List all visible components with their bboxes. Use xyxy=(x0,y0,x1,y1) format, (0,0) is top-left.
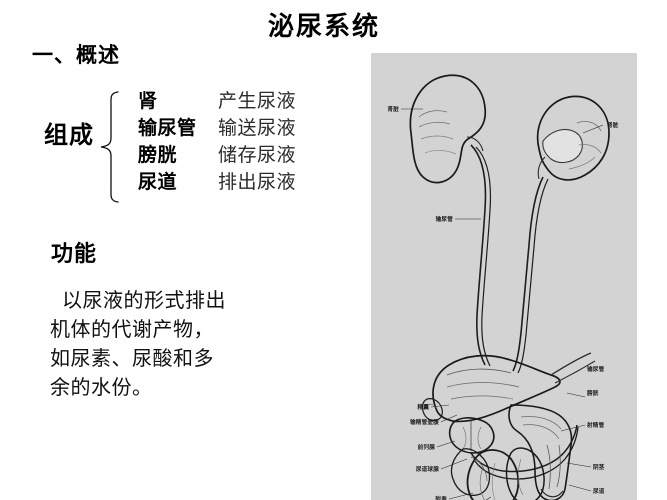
figure-label: 输精管壶腹 xyxy=(410,418,439,426)
figure-label: 肾脏 xyxy=(387,105,399,113)
composition-row-list: 肾 产生尿液 输尿管 输送尿液 膀胱 储存尿液 尿道 排出尿液 xyxy=(138,88,358,196)
figure-label: 膀胱 xyxy=(586,389,599,397)
figure-label: 肾脏 xyxy=(607,121,619,129)
figure-label: 附睾 xyxy=(435,495,447,500)
figure-label: 精囊 xyxy=(417,403,429,411)
composition-row: 肾 产生尿液 xyxy=(138,88,358,115)
function-body-text: 以尿液的形式排出 机体的代谢产物， 如尿素、尿酸和多 余的水份。 xyxy=(50,287,290,403)
composition-part-name: 尿道 xyxy=(138,172,178,193)
right-kidney-illustration xyxy=(536,95,610,181)
figure-label: 射精管 xyxy=(586,421,605,429)
figure-label: 尿道 xyxy=(593,487,605,495)
left-kidney-illustration xyxy=(409,74,487,184)
section-heading-overview: 一、概述 xyxy=(32,44,120,67)
composition-label: 组成 xyxy=(44,122,94,149)
figure-label: 前列腺 xyxy=(418,443,436,451)
testes-illustration xyxy=(450,447,545,500)
function-text-line: 余的水份。 xyxy=(50,377,153,399)
composition-part-function: 产生尿液 xyxy=(218,91,297,112)
composition-part-function: 储存尿液 xyxy=(218,145,297,166)
function-text-line: 以尿液的形式排出 xyxy=(62,290,226,312)
composition-row: 输尿管 输送尿液 xyxy=(138,115,358,142)
function-heading: 功能 xyxy=(51,241,98,266)
composition-part-function: 排出尿液 xyxy=(218,172,297,193)
figure-label: 尿道球腺 xyxy=(416,465,439,473)
anatomy-figure-panel: 肾脏 肾脏 输尿管 膀胱 精囊 输精管壶腹 前列腺 射精管 尿道球腺 输尿管 阴… xyxy=(371,53,637,500)
composition-block: 组成 肾 产生尿液 输尿管 输送尿液 膀胱 储存尿液 尿道 排出尿液 xyxy=(40,88,360,208)
composition-part-name: 输尿管 xyxy=(138,118,197,139)
label-leader-lines xyxy=(401,108,604,500)
function-text-line: 机体的代谢产物， xyxy=(50,319,214,341)
composition-row: 尿道 排出尿液 xyxy=(138,169,358,196)
seminal-vesicle-illustration xyxy=(421,398,443,422)
figure-label-group: 肾脏 肾脏 输尿管 膀胱 精囊 输精管壶腹 前列腺 射精管 尿道球腺 输尿管 阴… xyxy=(387,105,618,500)
urinary-system-diagram: 肾脏 肾脏 输尿管 膀胱 精囊 输精管壶腹 前列腺 射精管 尿道球腺 输尿管 阴… xyxy=(371,53,637,500)
composition-part-name: 膀胱 xyxy=(138,145,178,166)
page-title: 泌尿系统 xyxy=(268,11,381,41)
figure-label: 输尿管 xyxy=(587,365,605,373)
bladder-illustration xyxy=(432,352,596,423)
composition-part-name: 肾 xyxy=(138,91,158,112)
ureter-tubes xyxy=(470,144,549,374)
prostate-illustration xyxy=(448,417,495,454)
composition-row: 膀胱 储存尿液 xyxy=(138,142,358,169)
function-text-line: 如尿素、尿酸和多 xyxy=(50,348,214,370)
composition-part-function: 输送尿液 xyxy=(218,118,297,139)
figure-label: 输尿管 xyxy=(436,215,454,223)
figure-label: 阴茎 xyxy=(593,463,605,471)
curly-brace-icon xyxy=(100,91,119,203)
penis-urethra-illustration xyxy=(470,404,579,500)
